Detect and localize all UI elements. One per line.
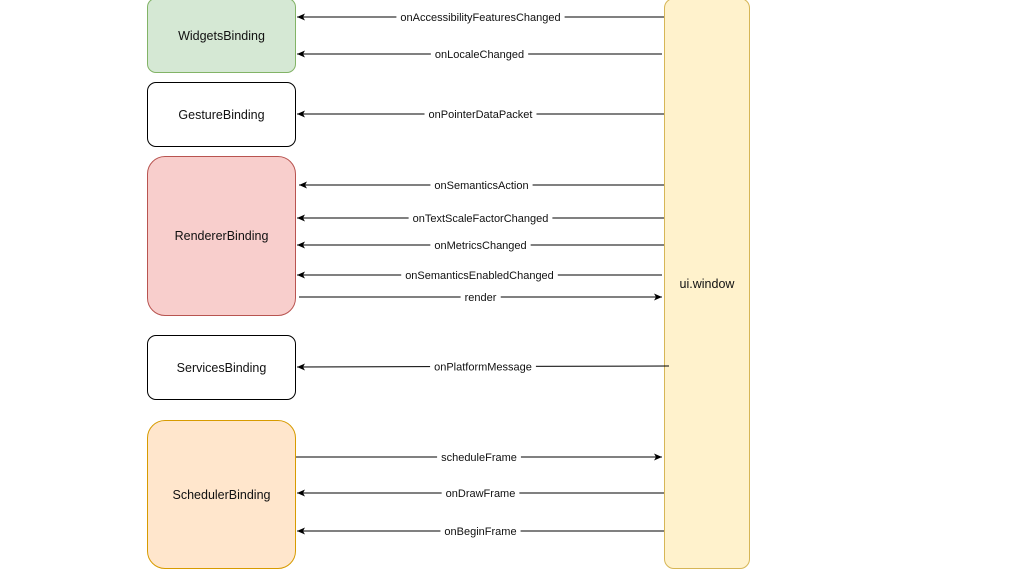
edge-label-on-locale-changed: onLocaleChanged <box>435 49 524 61</box>
arrowhead-on-draw-frame <box>297 489 305 497</box>
gesture-binding-label: GestureBinding <box>178 107 265 122</box>
edge-label-bg <box>441 487 520 501</box>
edge-label-bg <box>440 525 521 539</box>
edge-label-bg <box>437 451 521 465</box>
services-binding-box: ServicesBinding <box>147 335 296 400</box>
edge-label-schedule-frame: scheduleFrame <box>441 452 517 464</box>
edge-label-on-semantics-enabled-changed: onSemanticsEnabledChanged <box>405 270 554 282</box>
arrowhead-schedule-frame <box>654 453 662 461</box>
ui-window-box: ui.window <box>664 0 750 569</box>
scheduler-binding-box: SchedulerBinding <box>147 420 296 569</box>
edge-label-bg <box>460 291 501 305</box>
edge-label-on-accessibility-features-changed: onAccessibilityFeaturesChanged <box>400 12 560 24</box>
arrowhead-on-semantics-action <box>299 181 307 189</box>
edge-label-on-platform-message: onPlatformMessage <box>434 362 532 374</box>
arrowhead-on-begin-frame <box>297 527 305 535</box>
renderer-binding-label: RendererBinding <box>174 229 269 243</box>
arrowhead-on-text-scale-factor-changed <box>297 214 305 222</box>
edge-label-on-begin-frame: onBeginFrame <box>444 526 516 538</box>
edge-label-bg <box>396 11 565 25</box>
edge-label-on-metrics-changed: onMetricsChanged <box>434 240 526 252</box>
edge-label-bg <box>401 269 558 283</box>
arrowhead-on-pointer-data-packet <box>297 110 305 118</box>
edge-label-bg <box>430 239 531 253</box>
arrowhead-on-platform-message <box>297 363 305 371</box>
arrowhead-on-semantics-enabled-changed <box>297 271 305 279</box>
edge-label-bg <box>408 212 553 226</box>
arrowhead-on-accessibility-features-changed <box>297 13 305 21</box>
ui-window-label: ui.window <box>679 276 735 291</box>
edge-label-bg <box>430 360 536 375</box>
edge-label-on-pointer-data-packet: onPointerDataPacket <box>429 109 533 121</box>
edge-label-bg <box>424 108 537 122</box>
edge-label-bg <box>430 48 529 62</box>
edge-label-render: render <box>465 292 497 304</box>
widgets-binding-label: WidgetsBinding <box>178 28 265 43</box>
edge-label-bg <box>430 179 533 193</box>
gesture-binding-box: GestureBinding <box>147 82 296 147</box>
edge-label-on-semantics-action: onSemanticsAction <box>434 180 528 192</box>
scheduler-binding-label: SchedulerBinding <box>172 487 271 502</box>
edge-label-on-draw-frame: onDrawFrame <box>446 488 516 500</box>
widgets-binding-box: WidgetsBinding <box>147 0 296 73</box>
edge-label-on-text-scale-factor-changed: onTextScaleFactorChanged <box>413 213 549 225</box>
arrowhead-on-locale-changed <box>297 50 305 58</box>
renderer-binding-box: RendererBinding <box>147 156 296 316</box>
arrowhead-on-metrics-changed <box>297 241 305 249</box>
arrowhead-render <box>654 293 662 301</box>
services-binding-label: ServicesBinding <box>176 360 267 375</box>
